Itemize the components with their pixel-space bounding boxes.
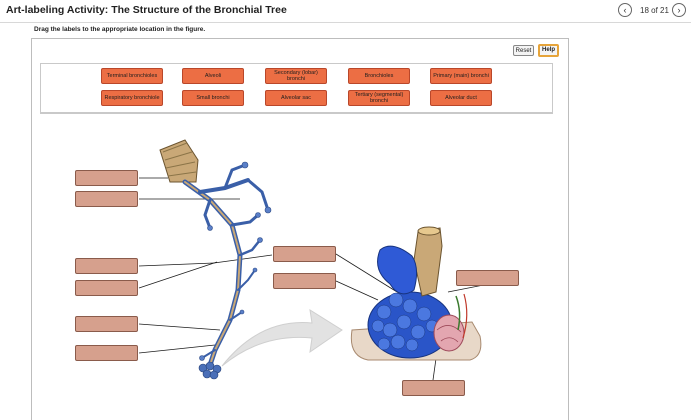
- instructions: Drag the labels to the appropriate locat…: [34, 26, 206, 33]
- chevron-right-icon: ›: [677, 5, 681, 15]
- chevron-left-icon: ‹: [623, 5, 627, 15]
- drop-target-9[interactable]: [456, 270, 519, 286]
- next-button[interactable]: ›: [672, 3, 686, 17]
- label-bronchioles[interactable]: Bronchioles: [348, 68, 410, 84]
- activity-title: Art-labeling Activity: The Structure of …: [6, 4, 287, 16]
- label-alveoli[interactable]: Alveoli: [182, 68, 244, 84]
- bank-divider: [40, 113, 553, 114]
- bronchial-tree-illustration: [159, 139, 272, 380]
- drop-target-6[interactable]: [75, 345, 138, 361]
- label-tertiary-bronchi[interactable]: Tertiary (segmental) bronchi: [348, 90, 410, 106]
- drop-target-7[interactable]: [273, 246, 336, 262]
- label-small-bronchi[interactable]: Small bronchi: [182, 90, 244, 106]
- drop-target-4[interactable]: [75, 280, 138, 296]
- page-counter: 18 of 21: [640, 6, 669, 15]
- drop-target-5[interactable]: [75, 316, 138, 332]
- help-button[interactable]: Help: [538, 44, 559, 57]
- label-alveolar-duct[interactable]: Alveolar duct: [430, 90, 492, 106]
- label-secondary-bronchi[interactable]: Secondary (lobar) bronchi: [265, 68, 327, 84]
- magnify-arrow: [221, 308, 343, 367]
- drop-target-2[interactable]: [75, 191, 138, 207]
- alveoli-illustration: [350, 226, 482, 361]
- top-bar: Art-labeling Activity: The Structure of …: [0, 0, 691, 23]
- reset-button[interactable]: Reset: [513, 45, 534, 56]
- drop-target-1[interactable]: [75, 170, 138, 186]
- drop-target-8[interactable]: [273, 273, 336, 289]
- label-respiratory-bronchiole[interactable]: Respiratory bronchiole: [101, 90, 163, 106]
- label-bank: [40, 63, 553, 113]
- label-primary-bronchi[interactable]: Primary (main) bronchi: [430, 68, 492, 84]
- drop-target-10[interactable]: [402, 380, 465, 396]
- activity-panel: [31, 38, 569, 420]
- label-alveolar-sac[interactable]: Alveolar sac: [265, 90, 327, 106]
- previous-button[interactable]: ‹: [618, 3, 632, 17]
- drop-target-3[interactable]: [75, 258, 138, 274]
- label-terminal-bronchioles[interactable]: Terminal bronchioles: [101, 68, 163, 84]
